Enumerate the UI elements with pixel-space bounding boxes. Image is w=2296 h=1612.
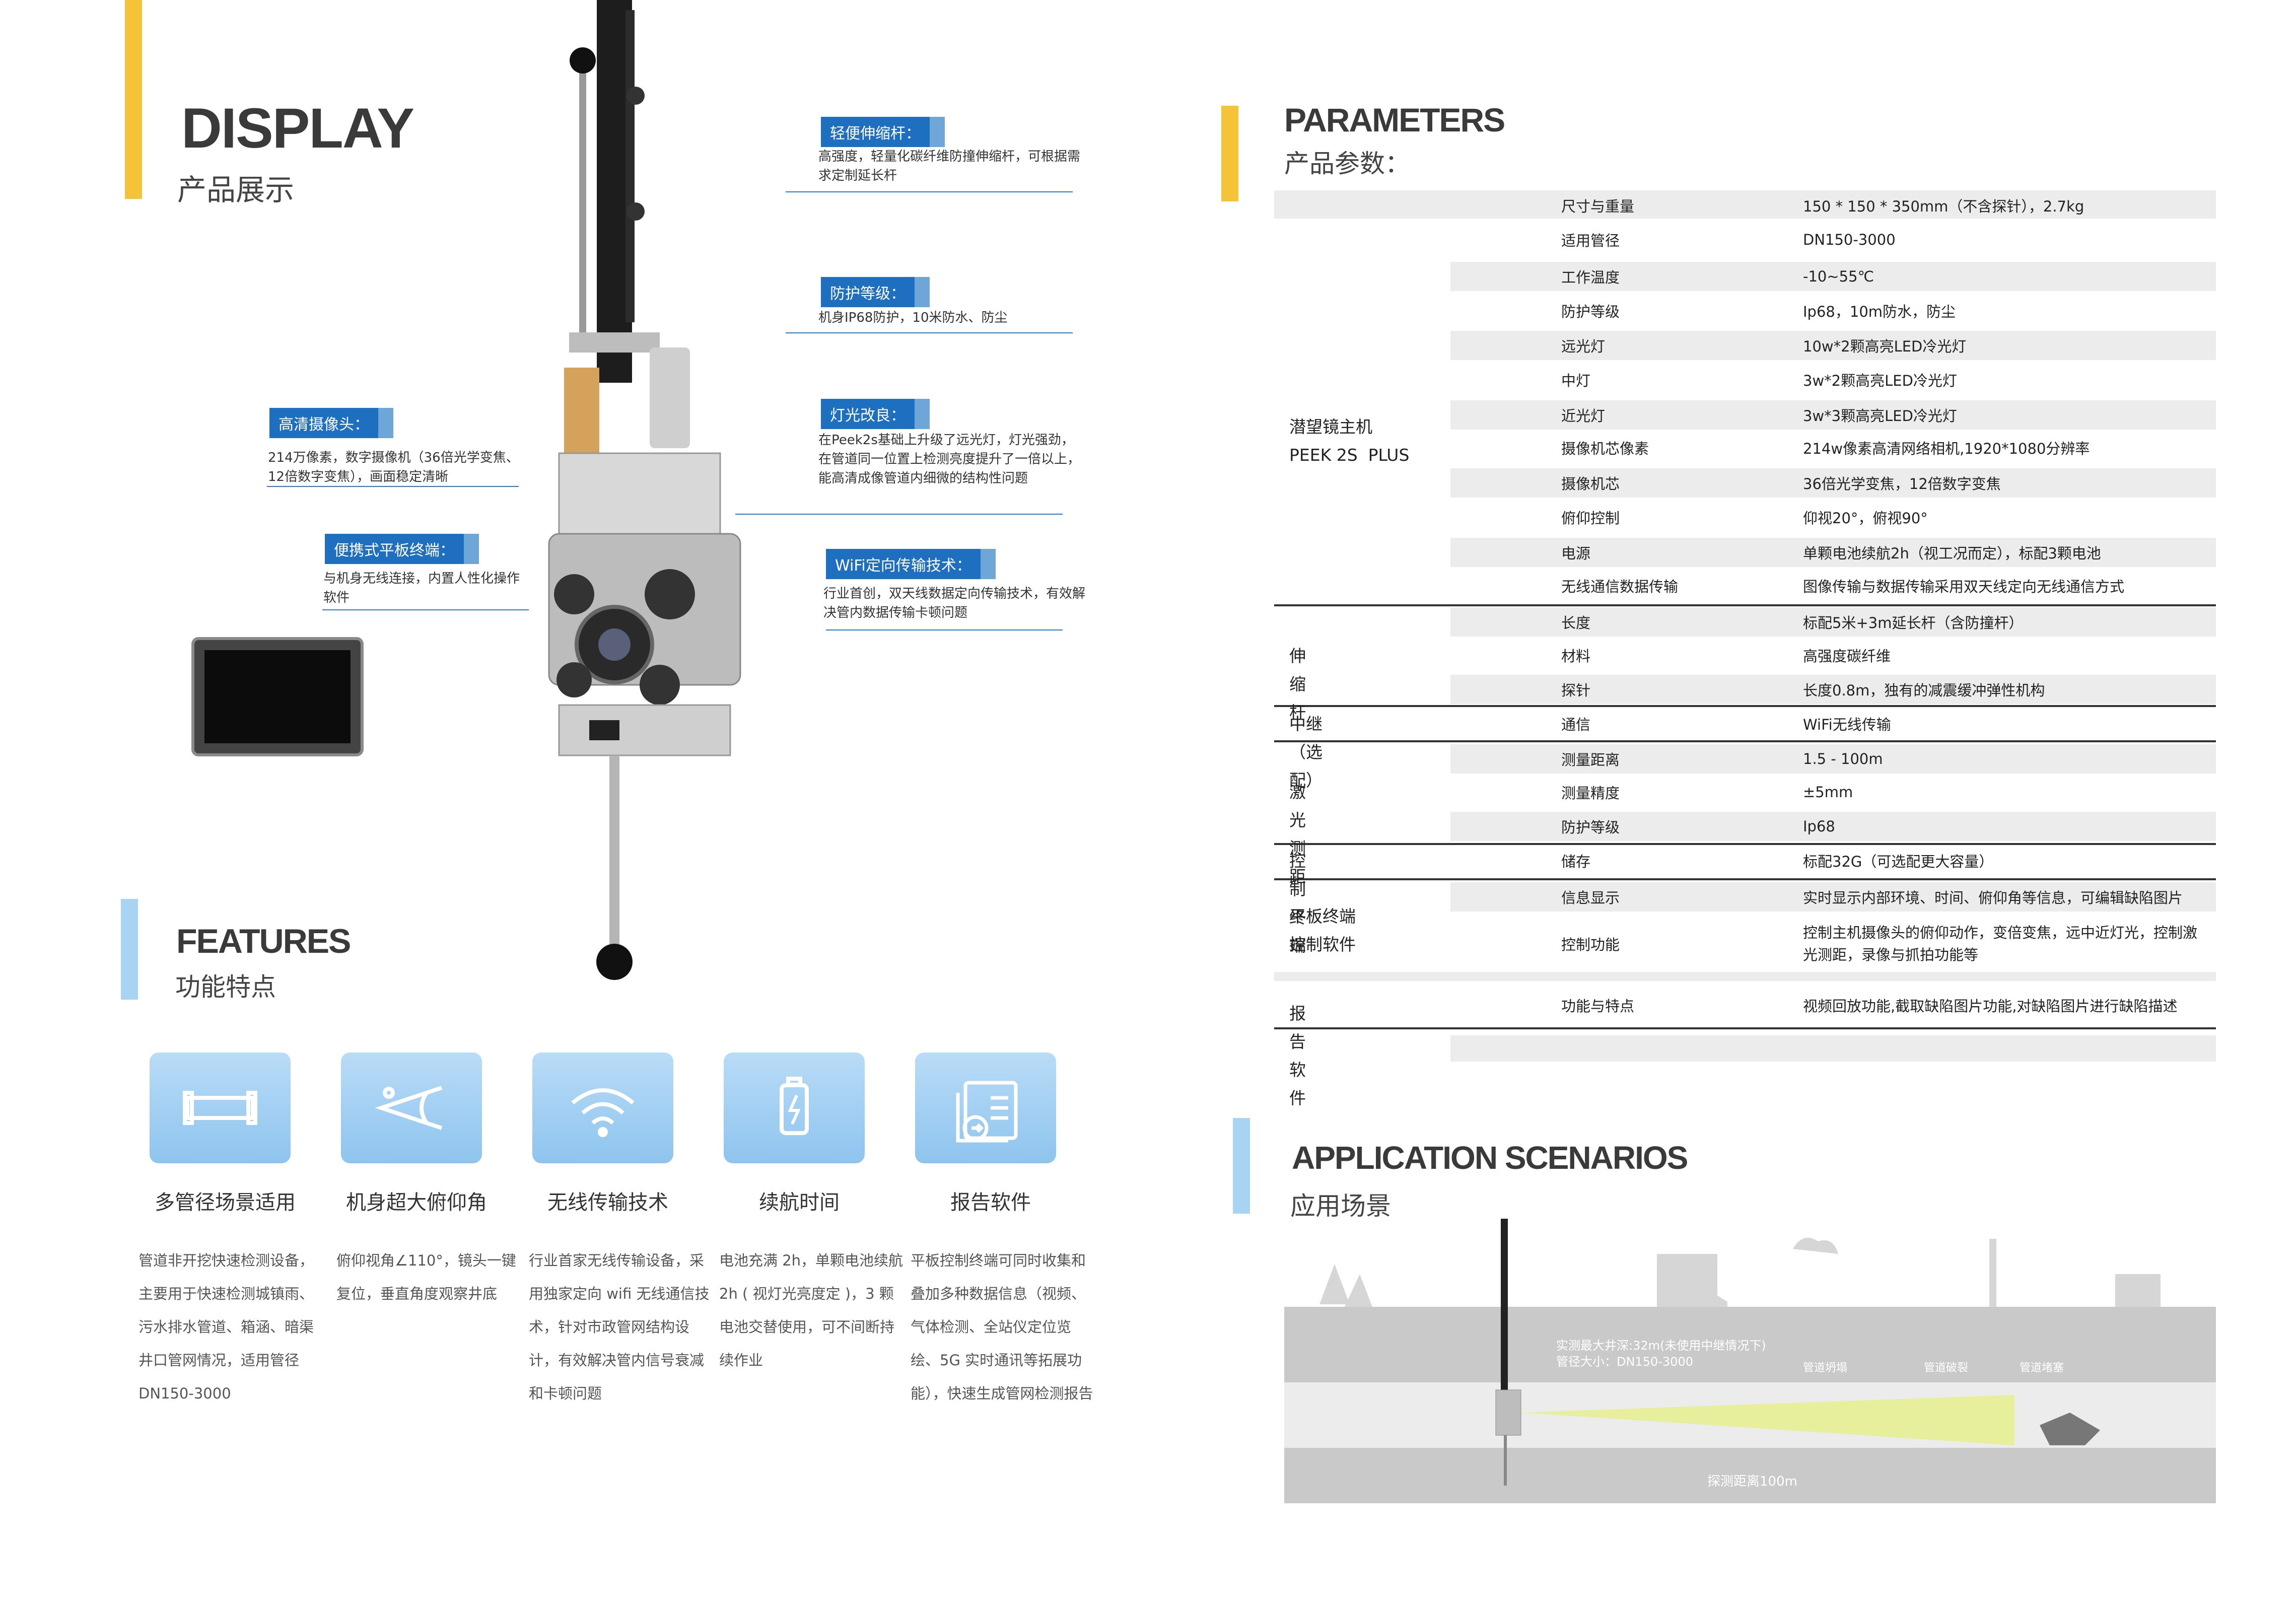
display-accent-bar xyxy=(125,0,142,199)
param-group: 潜望镜主机 PEEK 2S PLUS xyxy=(1289,417,1410,465)
feature-battery xyxy=(724,1053,865,1163)
display-subtitle: 产品展示 xyxy=(177,173,295,207)
feature-desc: 平板控制终端可同时收集和叠加多种数据信息（视频、气体检测、全站仪定位览绘、5G … xyxy=(911,1252,1093,1402)
pipe-icon xyxy=(183,1091,257,1125)
battery-icon xyxy=(780,1077,809,1135)
label-block: 管道堵塞 xyxy=(2020,1362,2064,1374)
feature-title: 机身超大俯仰角 xyxy=(346,1191,487,1214)
param-row: 无线通信数据传输图像传输与数据传输采用双天线定向无线通信方式 xyxy=(1561,578,2125,595)
param-group: 控制终端 xyxy=(1289,851,1306,955)
param-row: 材料高强度碳纤维 xyxy=(1561,648,1891,665)
param-row: 工作温度-10~55℃ xyxy=(1450,262,2216,291)
feature-title: 无线传输技术 xyxy=(547,1191,668,1214)
detect-distance: 探测距离100m xyxy=(1707,1474,1797,1489)
scene-note-depth: 实测最大井深:32m(未使用中继情况下) xyxy=(1556,1339,1766,1353)
param-group: 平板终端 控制软件 xyxy=(1289,906,1356,954)
param-group: 报告软件 xyxy=(1289,1004,1306,1108)
feature-wifi xyxy=(532,1053,673,1163)
application-accent-bar xyxy=(1233,1118,1250,1214)
param-row: 信息显示实时显示内部环境、时间、俯仰角等信息，可编辑缺陷图片 xyxy=(1450,882,2216,912)
display-title: DISPLAY xyxy=(181,97,414,160)
parameters-subtitle: 产品参数： xyxy=(1284,149,1410,178)
feature-title: 续航时间 xyxy=(759,1191,840,1214)
feature-desc: 俯仰视角∠110°，镜头一键复位，垂直角度观察井底 xyxy=(336,1252,516,1302)
feature-desc: 管道非开挖快速检测设备，主要用于快速检测城镇雨、污水排水管道、箱涵、暗渠井口管网… xyxy=(138,1252,314,1402)
features-accent-bar xyxy=(121,899,138,1000)
param-row: 测量精度±5mm xyxy=(1561,784,1853,802)
scene-note-diameter: 管径大小：DN150-3000 xyxy=(1556,1355,1693,1369)
param-row: 功能与特点视频回放功能,截取缺陷图片功能,对缺陷图片进行缺陷描述 xyxy=(1561,998,2178,1015)
label-collapse: 管道坍塌 xyxy=(1803,1362,1847,1374)
param-row: 控制功能控制主机摄像头的俯仰动作，变倍变焦，远中近灯光，控制激光测距，录像与抓拍… xyxy=(1561,924,2198,963)
feature-title: 多管径场景适用 xyxy=(155,1191,296,1214)
wifi-icon xyxy=(571,1088,635,1137)
application-subtitle: 应用场景 xyxy=(1290,1192,1391,1221)
param-row: 俯仰控制仰视20°，俯视90° xyxy=(1561,510,1928,527)
angle-icon xyxy=(375,1086,443,1130)
label-crack: 管道破裂 xyxy=(1924,1362,1968,1374)
product-image xyxy=(548,0,741,980)
feature-pipe xyxy=(150,1053,291,1163)
parameters-accent-bar xyxy=(1221,106,1238,201)
application-scene: 实测最大井深:32m(未使用中继情况下) 管径大小：DN150-3000 管道坍… xyxy=(1284,1219,2216,1503)
tablet-image xyxy=(191,637,364,756)
param-group: 激光测距 xyxy=(1289,782,1306,886)
param-row: 长度标配5米+3m延长杆（含防撞杆） xyxy=(1450,607,2216,637)
parameters-title: PARAMETERS xyxy=(1284,101,1505,138)
feature-title: 报告软件 xyxy=(950,1191,1031,1214)
param-group: 中继（选配） xyxy=(1289,714,1323,790)
features-title: FEATURES xyxy=(176,922,351,960)
application-title: APPLICATION SCENARIOS xyxy=(1292,1140,1688,1176)
param-group: 伸缩杆 xyxy=(1289,646,1306,722)
param-row: 储存标配32G（可选配更大容量） xyxy=(1561,853,1994,870)
report-icon xyxy=(956,1081,1018,1143)
param-row: 电源单颗电池续航2h（视工况而定），标配3颗电池 xyxy=(1450,538,2216,567)
feature-angle xyxy=(341,1053,482,1163)
features-subtitle: 功能特点 xyxy=(175,972,276,1002)
feature-desc: 电池充满 2h，单颗电池续航 2h ( 视灯光亮度定 )，3 颗电池交替使用，可… xyxy=(719,1252,903,1369)
param-row: 探针长度0.8m，独有的减震缓冲弹性机构 xyxy=(1450,675,2216,704)
feature-desc: 行业首家无线传输设备，采用独家定向 wifi 无线通信技术，针对市政管网结构设计… xyxy=(529,1252,710,1402)
feature-report xyxy=(915,1053,1056,1163)
